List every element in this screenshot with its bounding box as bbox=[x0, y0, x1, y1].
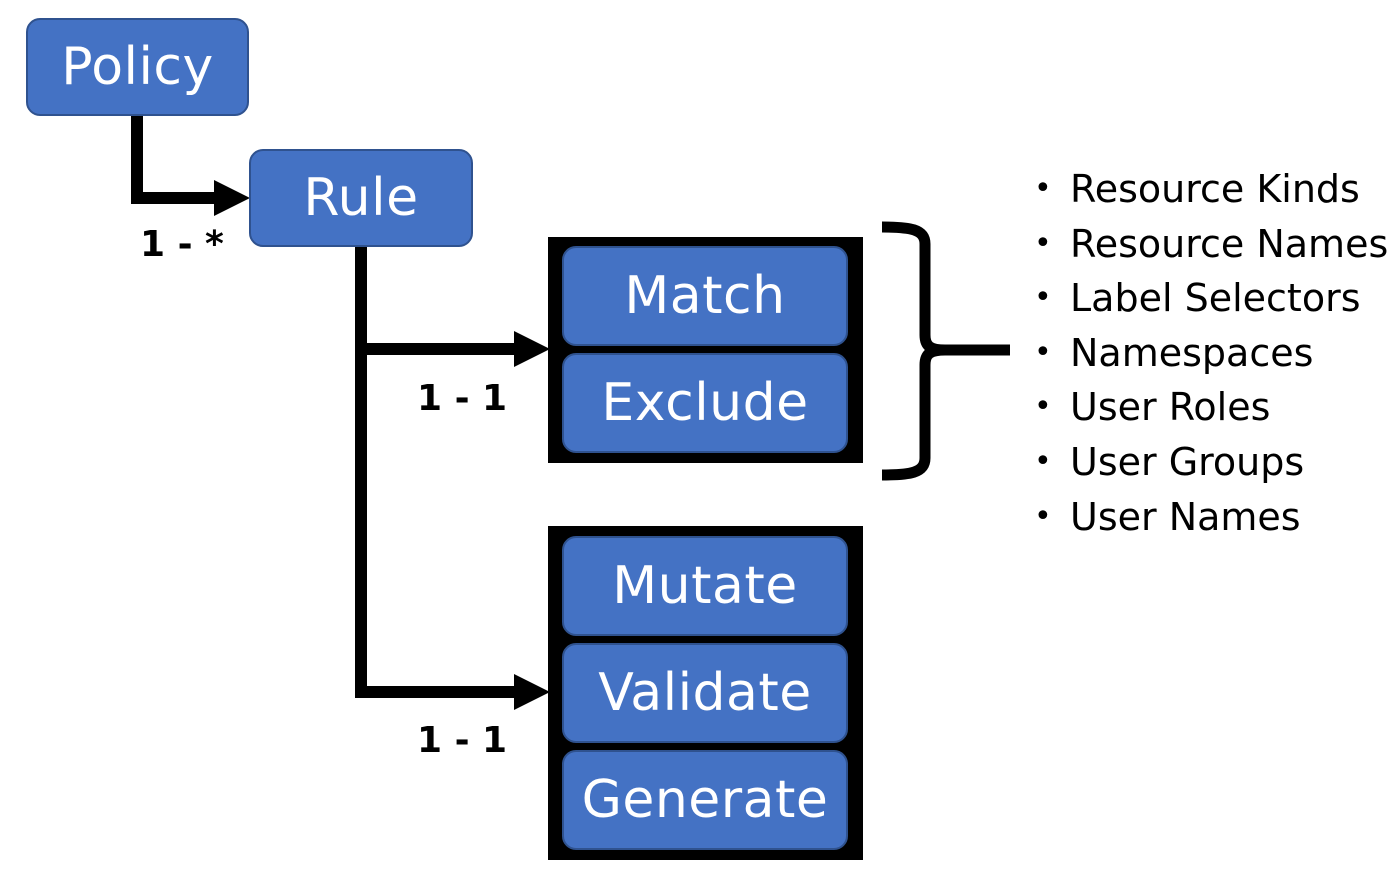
list-item-label: User Names bbox=[1070, 494, 1301, 539]
rule-match-cardinality: 1 - 1 bbox=[417, 378, 508, 419]
list-item: • Namespaces bbox=[1030, 326, 1388, 381]
exclude-node: Exclude bbox=[562, 353, 848, 453]
rule-to-actions-arrowhead bbox=[514, 674, 550, 710]
list-item: • Resource Kinds bbox=[1030, 162, 1388, 217]
generate-node: Generate bbox=[562, 750, 848, 850]
mutate-label: Mutate bbox=[612, 556, 798, 616]
policy-to-rule-arrowhead bbox=[214, 180, 250, 216]
policy-to-rule-connector bbox=[131, 116, 218, 204]
validate-label: Validate bbox=[598, 663, 812, 723]
mutate-node: Mutate bbox=[562, 536, 848, 636]
bullet-dot-icon: • bbox=[1034, 171, 1052, 206]
list-item: • User Names bbox=[1030, 490, 1388, 545]
list-item-label: Namespaces bbox=[1070, 330, 1314, 375]
rule-to-match-arrowhead bbox=[514, 331, 550, 367]
policy-rule-cardinality: 1 - * bbox=[140, 224, 224, 265]
list-item-label: Resource Kinds bbox=[1070, 167, 1360, 211]
list-item: • User Groups bbox=[1030, 435, 1388, 490]
list-item-label: User Roles bbox=[1070, 385, 1271, 430]
selector-attributes-list: • Resource Kinds • Resource Names • Labe… bbox=[1030, 162, 1388, 544]
list-item: • User Roles bbox=[1030, 380, 1388, 435]
bullet-dot-icon: • bbox=[1034, 443, 1052, 479]
bullet-dot-icon: • bbox=[1034, 334, 1052, 370]
rule-actions-cardinality: 1 - 1 bbox=[417, 720, 508, 761]
list-item: • Resource Names bbox=[1030, 217, 1388, 272]
rule-label: Rule bbox=[303, 168, 419, 228]
match-label: Match bbox=[624, 266, 786, 326]
rule-node: Rule bbox=[249, 149, 473, 247]
exclude-label: Exclude bbox=[601, 373, 809, 433]
match-node: Match bbox=[562, 246, 848, 346]
right-brace-icon bbox=[881, 221, 1010, 481]
policy-label: Policy bbox=[61, 37, 214, 97]
list-item: • Label Selectors bbox=[1030, 271, 1388, 326]
generate-label: Generate bbox=[581, 770, 829, 830]
list-item-label: Resource Names bbox=[1070, 221, 1389, 266]
bullet-dot-icon: • bbox=[1034, 280, 1052, 316]
bullet-dot-icon: • bbox=[1034, 225, 1052, 261]
policy-node: Policy bbox=[26, 18, 249, 116]
bullet-dot-icon: • bbox=[1034, 498, 1052, 534]
list-item-label: Label Selectors bbox=[1070, 276, 1361, 321]
validate-node: Validate bbox=[562, 643, 848, 743]
bullet-dot-icon: • bbox=[1034, 389, 1052, 425]
list-item-label: User Groups bbox=[1070, 439, 1305, 484]
